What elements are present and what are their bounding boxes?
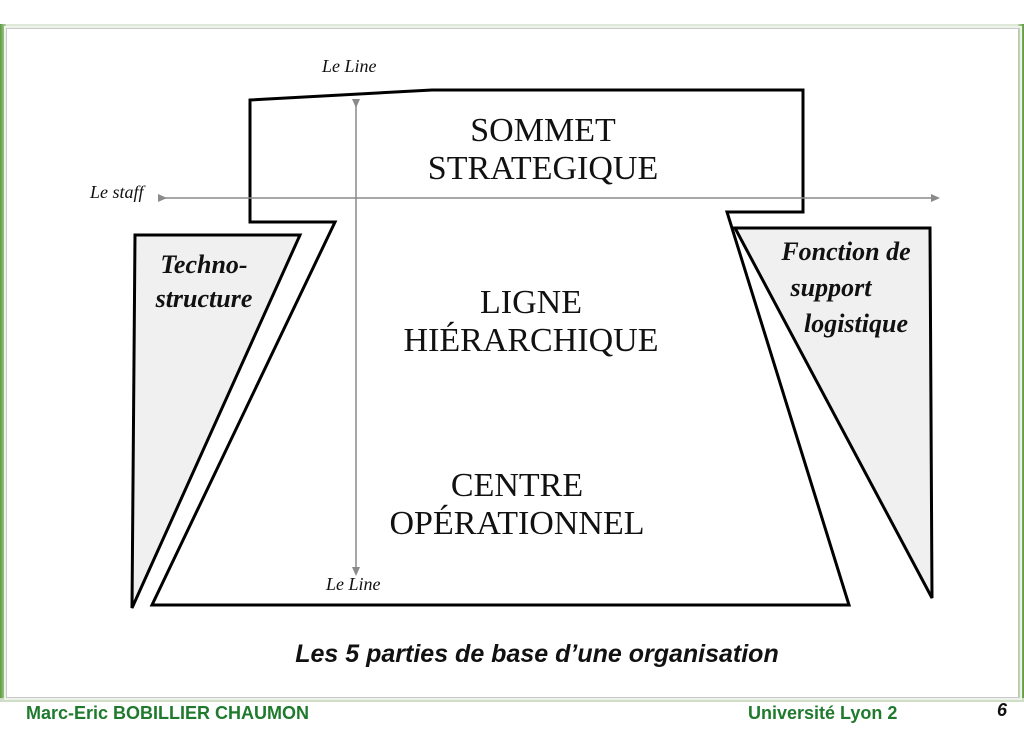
line-bottom-label: Le Line <box>326 574 381 594</box>
left-border <box>0 24 6 700</box>
central-structure-shape <box>149 88 852 607</box>
technostructure-label: Techno- structure <box>155 250 253 313</box>
support-logistique-label: Fonction de support logistique <box>781 237 911 338</box>
centre-operationnel-label: CENTRE OPÉRATIONNEL <box>389 467 645 542</box>
ligne-hierarchique-label: LIGNE HIÉRARCHIQUE <box>403 284 659 359</box>
footer-institution: Université Lyon 2 <box>748 703 898 723</box>
support-shape <box>732 226 934 599</box>
line-top-label: Le Line <box>322 56 377 76</box>
footer-author: Marc-Eric BOBILLIER CHAUMON <box>26 703 310 723</box>
bottom-border <box>0 698 1024 702</box>
staff-label: Le staff <box>90 182 144 202</box>
top-border <box>0 24 1024 27</box>
diagram-caption: Les 5 parties de base d’une organisation <box>295 640 779 668</box>
sommet-strategique-label: SOMMET STRATEGIQUE <box>427 112 659 187</box>
page-number: 6 <box>997 700 1008 720</box>
slide-frame <box>6 28 1020 698</box>
right-border <box>1018 24 1024 700</box>
technostructure-shape <box>130 233 303 609</box>
